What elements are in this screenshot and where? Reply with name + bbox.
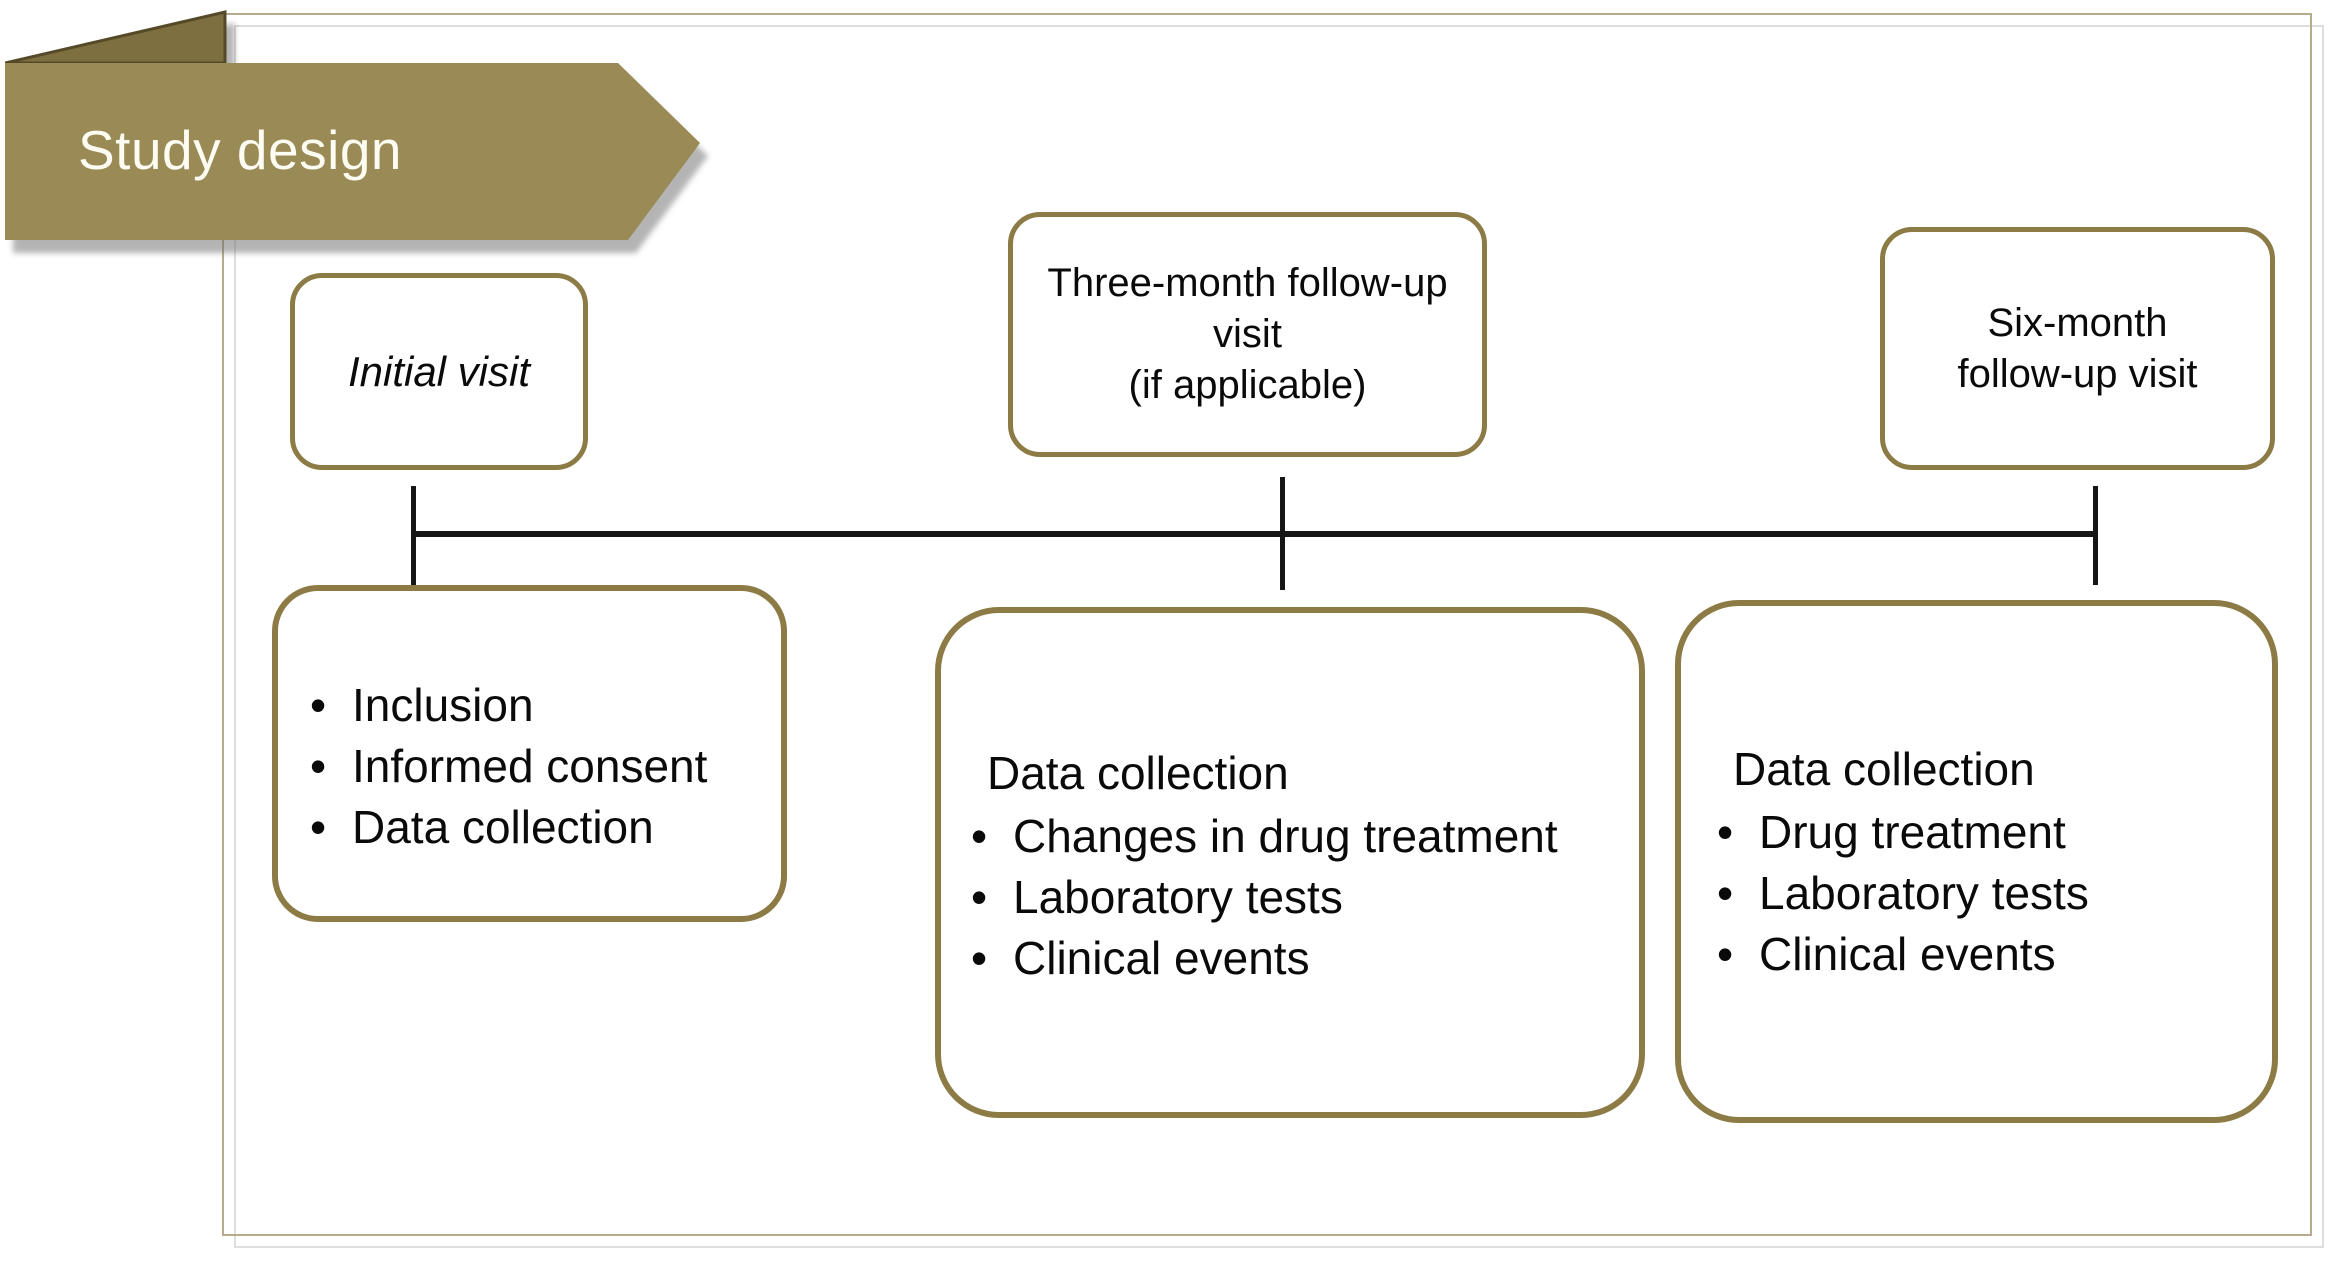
box-label-line: visit (1213, 312, 1282, 356)
figure-frame (222, 13, 2312, 1236)
bullet-icon: • (1717, 928, 1734, 980)
list-item: • Laboratory tests (971, 867, 1629, 928)
bullet-icon: • (1717, 867, 1734, 919)
timeline-tick-initial (411, 486, 416, 585)
bullet-list: • Inclusion • Informed consent • Data co… (310, 675, 771, 858)
timeline-tick-three-month (1280, 477, 1285, 590)
list-item-text: Laboratory tests (1013, 871, 1343, 923)
list-item: • Clinical events (971, 928, 1629, 989)
box-label-line: Initial visit (347, 348, 531, 395)
list-item: • Changes in drug treatment (971, 806, 1629, 867)
ribbon-arrow-shape (5, 63, 700, 240)
ribbon-label: Study design (78, 119, 402, 181)
ribbon-fold-shape (5, 10, 227, 65)
list-item-text: Inclusion (352, 679, 534, 731)
box-label-line: Three-month follow-up (1047, 261, 1448, 305)
bullet-list: • Drug treatment • Laboratory tests • Cl… (1717, 802, 2264, 985)
list-item-text: Clinical events (1759, 928, 2056, 980)
three-month-visit-box: Three-month follow-up visit (if applicab… (1008, 212, 1487, 457)
list-item: • Drug treatment (1717, 802, 2264, 863)
bullet-icon: • (1717, 806, 1734, 858)
three-month-details-box: Data collection • Changes in drug treatm… (935, 607, 1645, 1118)
box-label: Six-month follow-up visit (1957, 298, 2197, 400)
list-item: • Clinical events (1717, 924, 2264, 985)
list-item: • Informed consent (310, 736, 771, 797)
list-item-text: Laboratory tests (1759, 867, 2089, 919)
bullet-list: • Changes in drug treatment • Laboratory… (971, 806, 1629, 989)
box-label: Three-month follow-up visit (if applicab… (1047, 258, 1447, 411)
list-item: • Laboratory tests (1717, 863, 2264, 924)
box-label-line: Six-month (1987, 300, 2168, 345)
study-design-ribbon: Study design (5, 8, 715, 258)
list-item-text: Clinical events (1013, 932, 1310, 984)
initial-visit-box: Initial visit (290, 273, 588, 470)
bullet-icon: • (971, 810, 988, 862)
box-label-line: (if applicable) (1128, 363, 1367, 407)
bullet-icon: • (310, 740, 327, 792)
six-month-visit-box: Six-month follow-up visit (1880, 227, 2275, 470)
timeline-tick-six-month (2093, 486, 2098, 585)
box-label-line: follow-up visit (1957, 351, 2198, 396)
data-collection-heading: Data collection (987, 747, 1289, 799)
list-item-text: Drug treatment (1759, 806, 2066, 858)
timeline-axis (413, 531, 2097, 537)
six-month-details-box: Data collection • Drug treatment • Labor… (1675, 600, 2278, 1123)
bullet-icon: • (310, 679, 327, 731)
bullet-icon: • (310, 801, 327, 853)
bullet-icon: • (971, 871, 988, 923)
data-collection-heading: Data collection (1733, 743, 2035, 795)
bullet-icon: • (971, 932, 988, 984)
initial-visit-details-box: • Inclusion • Informed consent • Data co… (272, 585, 787, 922)
ribbon-shape (5, 10, 700, 240)
list-item-text: Informed consent (352, 740, 708, 792)
list-item: • Inclusion (310, 675, 771, 736)
list-item-text: Changes in drug treatment (1013, 810, 1558, 862)
list-item-text: Data collection (352, 801, 654, 853)
list-item: • Data collection (310, 797, 771, 858)
